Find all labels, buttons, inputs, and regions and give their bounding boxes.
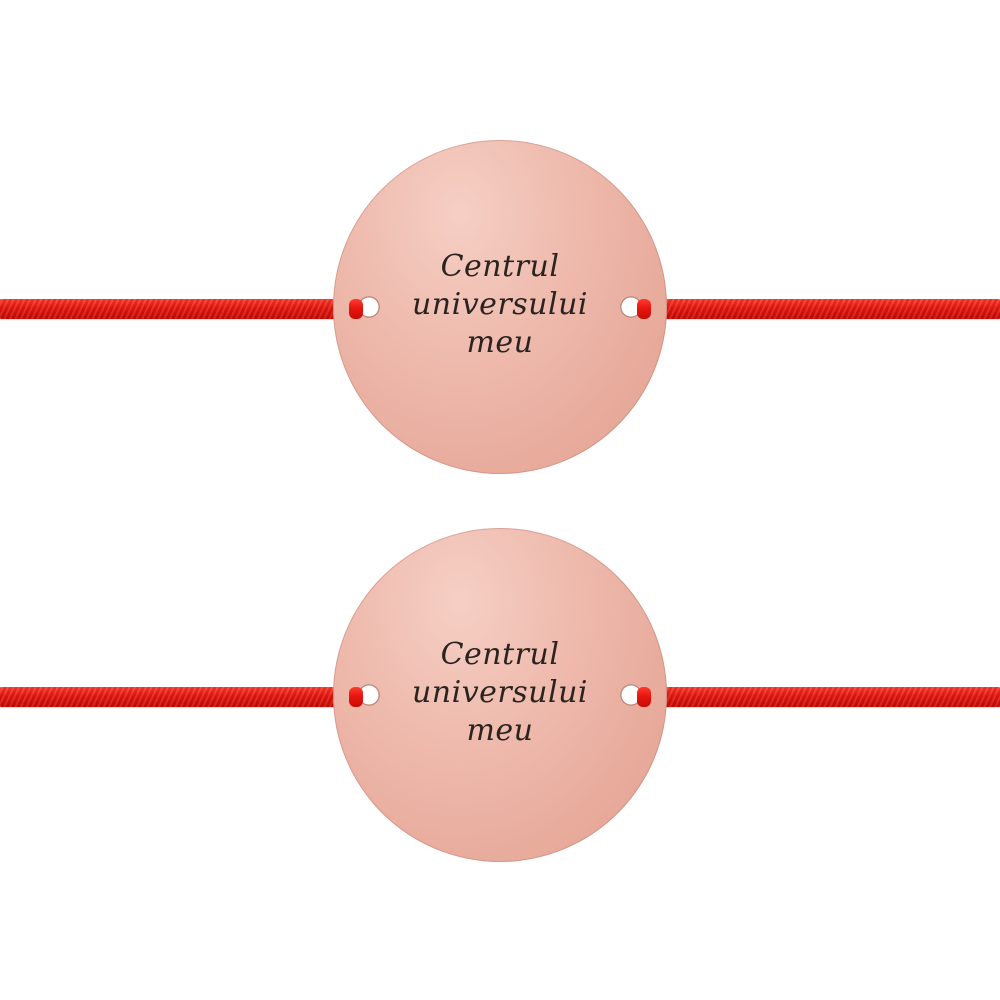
bracelet-top: Centrul universului meu bbox=[0, 140, 1000, 480]
cord-loop-right bbox=[637, 299, 651, 319]
engraved-text: Centrul universului meu bbox=[333, 636, 667, 750]
cord-loop-left bbox=[349, 299, 363, 319]
red-cord-right bbox=[634, 687, 1000, 707]
engraving-line-3: meu bbox=[466, 713, 534, 748]
red-cord-left bbox=[0, 299, 368, 319]
disc-hole-left bbox=[358, 296, 380, 318]
engraving-line-2: universului bbox=[411, 675, 588, 710]
engraving-line-3: meu bbox=[466, 325, 534, 360]
engraving-line-2: universului bbox=[411, 287, 588, 322]
cord-loop-right bbox=[637, 687, 651, 707]
engraved-text: Centrul universului meu bbox=[333, 248, 667, 362]
rose-gold-disc: Centrul universului meu bbox=[333, 528, 667, 862]
disc-hole-right bbox=[620, 684, 642, 706]
rose-gold-disc: Centrul universului meu bbox=[333, 140, 667, 474]
bracelet-bottom: Centrul universului meu bbox=[0, 528, 1000, 868]
red-cord-right bbox=[634, 299, 1000, 319]
disc-hole-right bbox=[620, 296, 642, 318]
cord-loop-left bbox=[349, 687, 363, 707]
red-cord-left bbox=[0, 687, 368, 707]
engraving-line-1: Centrul bbox=[440, 249, 560, 284]
engraving-line-1: Centrul bbox=[440, 637, 560, 672]
disc-hole-left bbox=[358, 684, 380, 706]
